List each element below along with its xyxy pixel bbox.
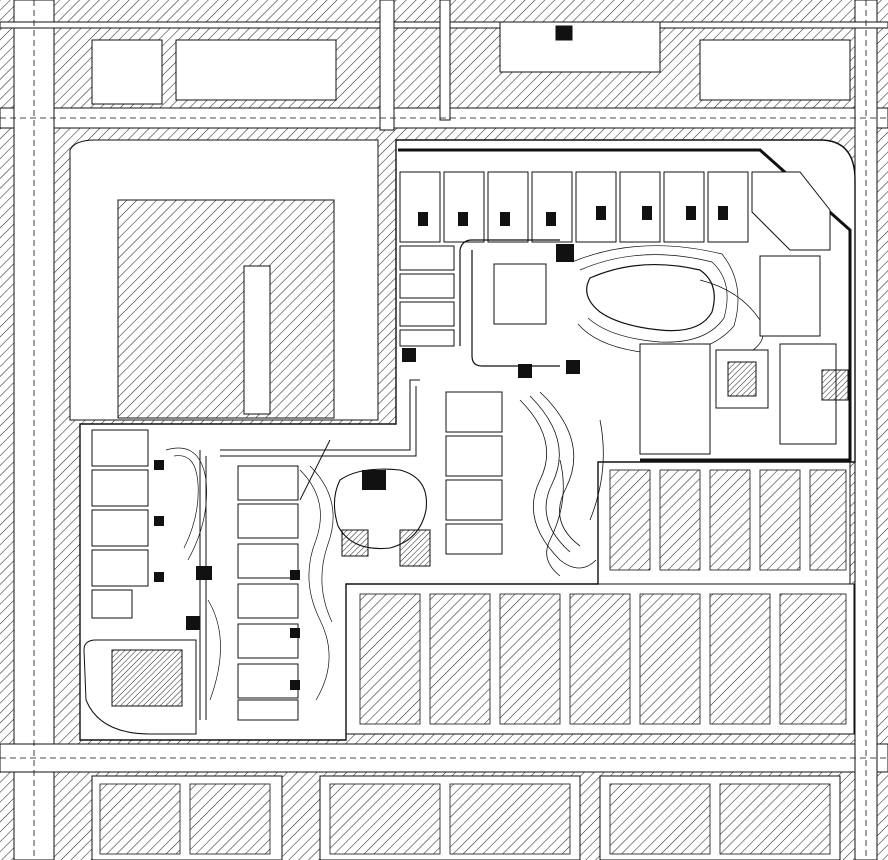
internal-walkways	[199, 379, 420, 720]
block-north-2	[175, 39, 337, 101]
landscape-pond	[586, 263, 715, 332]
site-boundary-band	[398, 148, 852, 462]
east-landscape-paths	[519, 391, 604, 577]
pavilion-2	[341, 529, 369, 557]
school-building	[117, 199, 335, 419]
pavilion-3	[399, 529, 431, 567]
southwest-units	[111, 649, 183, 707]
neighbour-buildings	[99, 469, 847, 855]
residential-west-column	[399, 245, 455, 347]
block-north-3	[499, 21, 661, 73]
pavilion-1	[362, 470, 386, 490]
block-north-1	[91, 39, 163, 105]
residential-middle	[445, 263, 547, 555]
black-marker	[555, 25, 573, 41]
road-mid-vertical-2	[439, 0, 451, 121]
internal-road	[459, 239, 560, 367]
block-north-4	[699, 39, 851, 101]
residential-north-row	[399, 171, 831, 251]
clubhouse	[639, 255, 849, 455]
residential-west	[91, 429, 299, 721]
road-mid-vertical	[379, 0, 395, 131]
school-field	[243, 265, 271, 415]
residential-north-detail	[402, 206, 728, 378]
